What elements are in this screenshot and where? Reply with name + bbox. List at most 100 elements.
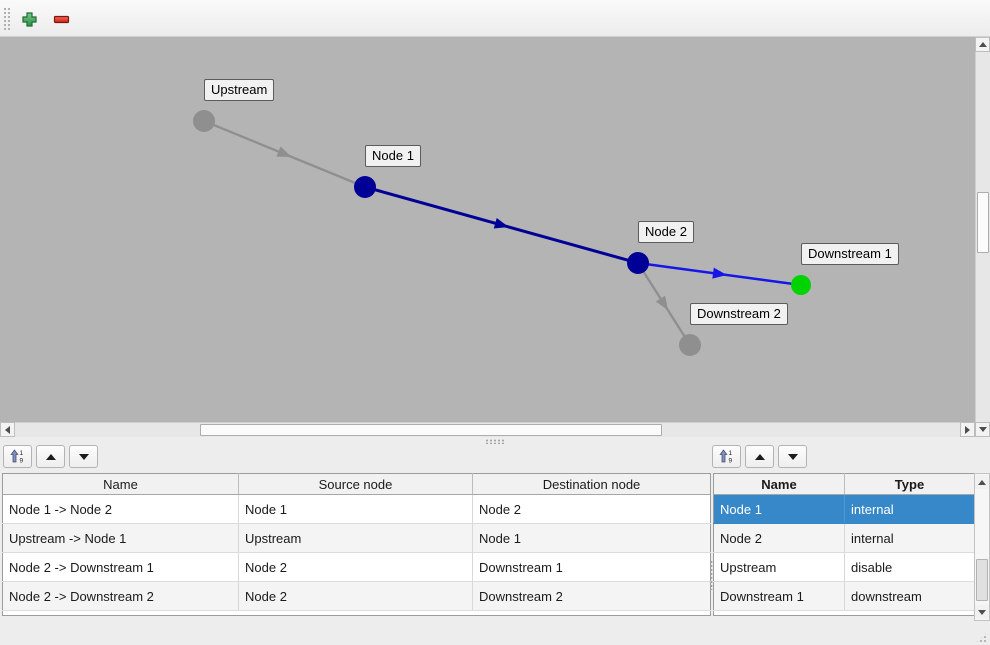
arrow-down-icon [978,427,987,432]
sort-ascending-icon: 1 9 [719,449,733,465]
table-cell: Node 2 [238,552,473,582]
toolbar-drag-handle[interactable] [3,7,10,31]
svg-text:1: 1 [20,450,24,457]
arrow-right-icon [965,425,970,434]
table-cell: Downstream 2 [472,581,711,611]
node-label-upstream[interactable]: Upstream [204,79,275,101]
vertical-splitter[interactable] [710,560,714,590]
scroll-up-button[interactable] [975,37,990,52]
arrow-up-icon [978,42,987,47]
edge-arrow-icon [655,295,669,311]
edge-arrow-icon [712,267,727,279]
scroll-left-button[interactable] [0,422,15,437]
table-empty-space [713,610,975,616]
canvas-horizontal-scrollbar[interactable] [0,422,975,437]
sort-ascending-icon: 1 9 [10,449,24,465]
edge-arrow-icon [493,217,509,229]
edges-move-down-button[interactable] [69,445,98,468]
table-cell: Node 1 [472,523,711,553]
arrow-up-icon [978,479,986,485]
graph-node-downstream1[interactable] [791,275,811,295]
table-cell: downstream [844,581,975,611]
arrow-down-icon [78,453,89,460]
table-cell: Node 1 -> Node 2 [2,494,239,524]
arrow-down-icon [978,609,986,615]
node-label-node2[interactable]: Node 2 [638,221,694,243]
horizontal-scroll-thumb[interactable] [200,424,662,436]
table-cell: Node 2 -> Downstream 1 [2,552,239,582]
table-cell: Node 2 [472,494,711,524]
table-empty-space [2,610,711,616]
scroll-up-button[interactable] [975,475,989,489]
table-cell: Upstream [713,552,845,582]
table-cell: Upstream -> Node 1 [2,523,239,553]
node-label-downstream2[interactable]: Downstream 2 [690,303,788,325]
edges-sort-button[interactable]: 1 9 [3,445,32,468]
node-label-downstream1[interactable]: Downstream 1 [801,243,899,265]
table-cell: Node 1 [713,494,845,524]
nodes-sort-button[interactable]: 1 9 [712,445,741,468]
graph-svg [193,110,811,356]
table-cell: Node 1 [238,494,473,524]
table-cell: internal [844,523,975,553]
edge-arrow-icon [276,146,292,157]
column-header[interactable]: Name [2,473,239,495]
svg-text:1: 1 [729,450,733,457]
scroll-right-button[interactable] [960,422,975,437]
edges-move-up-button[interactable] [36,445,65,468]
arrow-down-icon [787,453,798,460]
window-resize-grip[interactable] [975,631,988,644]
table-cell: disable [844,552,975,582]
node-label-node1[interactable]: Node 1 [365,145,421,167]
arrow-up-icon [754,453,765,460]
graph-node-upstream[interactable] [193,110,215,132]
scroll-down-button[interactable] [975,422,990,437]
column-header[interactable]: Source node [238,473,473,495]
table-cell: Upstream [238,523,473,553]
nodes-table-scrollbar[interactable] [974,473,990,621]
nodes-move-up-button[interactable] [745,445,774,468]
svg-text:9: 9 [729,458,733,465]
vertical-scroll-thumb[interactable] [977,192,989,253]
add-button[interactable] [16,6,42,32]
nodes-move-down-button[interactable] [778,445,807,468]
nodes-toolbar: 1 9 [712,445,807,468]
minus-icon [53,15,69,23]
column-header[interactable]: Type [844,473,975,495]
canvas-vertical-scrollbar[interactable] [975,37,990,437]
column-header[interactable]: Name [713,473,845,495]
graph-node-node2[interactable] [627,252,649,274]
arrow-left-icon [5,425,10,434]
graph-node-node1[interactable] [354,176,376,198]
arrow-up-icon [45,453,56,460]
vertical-scroll-thumb[interactable] [976,559,988,601]
graph-node-downstream2[interactable] [679,334,701,356]
horizontal-splitter[interactable] [0,437,990,445]
table-cell: Node 2 [238,581,473,611]
svg-text:9: 9 [20,458,24,465]
table-cell: Node 2 [713,523,845,553]
splitter-grip-icon [485,439,505,444]
remove-button[interactable] [48,6,74,32]
plus-icon [21,11,37,27]
table-cell: internal [844,494,975,524]
scroll-down-button[interactable] [975,605,989,619]
table-cell: Downstream 1 [472,552,711,582]
edges-toolbar: 1 9 [3,445,98,468]
column-header[interactable]: Destination node [472,473,711,495]
table-cell: Downstream 1 [713,581,845,611]
